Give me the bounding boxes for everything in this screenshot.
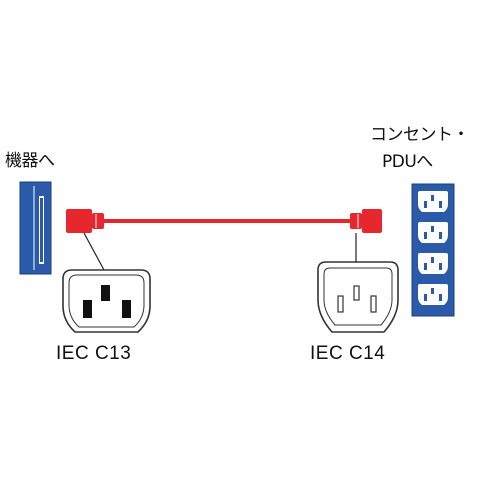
pdu-outlet xyxy=(418,253,448,274)
pdu-side-label-line2: PDUへ xyxy=(382,152,433,172)
pdu-outlet xyxy=(418,222,448,243)
c13-label: IEC C13 xyxy=(56,343,132,364)
pdu-outlet-strip-icon xyxy=(411,183,455,317)
c13-plug-body xyxy=(66,209,92,233)
pdu-outlet xyxy=(418,284,448,305)
pdu-outlet xyxy=(418,191,448,212)
c14-plug-strain-relief xyxy=(350,213,362,229)
iec-c13-socket-icon xyxy=(62,269,151,333)
iec-c14-inlet-icon xyxy=(317,261,399,333)
server-rack-icon xyxy=(19,181,52,275)
cable-line xyxy=(104,219,352,223)
c13-plug-strain-relief xyxy=(92,213,104,229)
pdu-side-label-line1: コンセント・ xyxy=(370,125,470,145)
power-cable xyxy=(66,209,382,233)
c13-leader-line xyxy=(83,232,105,271)
device-side-label: 機器へ xyxy=(5,151,55,171)
c14-label: IEC C14 xyxy=(310,343,386,364)
c14-plug-body xyxy=(362,209,382,233)
